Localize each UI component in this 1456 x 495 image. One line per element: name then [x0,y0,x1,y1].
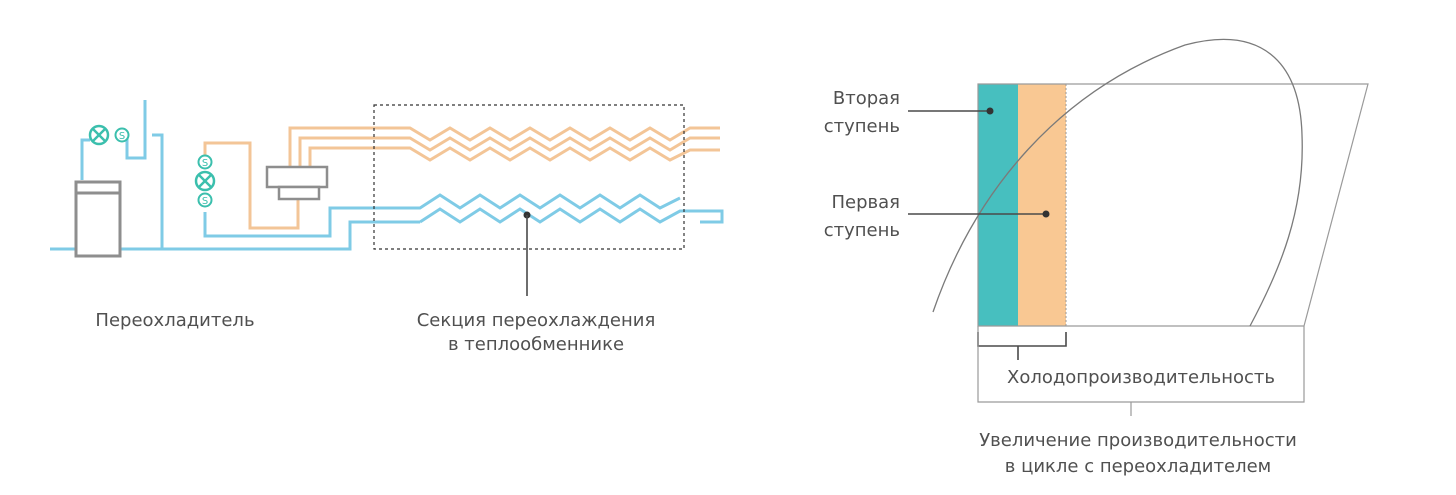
orange-coil-1 [288,126,720,167]
section-label-line2: в теплообменнике [448,334,624,355]
expansion-valve-icon [194,170,216,192]
section-label-line1: Секция переохлаждения [417,310,656,331]
bypass-line [203,193,681,238]
expansion-valve-icon [88,124,110,146]
second-stage-label-line1: Вторая [833,88,900,109]
stage-bracket [977,332,1067,360]
increase-label-line2: в цикле с переохладителем [1005,456,1271,477]
subcooler-vessel-icon [74,180,122,258]
heat-exchanger-section-box [373,104,685,250]
capacity-diagram: Вторая ступень Первая ступень Холодопрои… [824,38,1369,477]
distributor-icon [265,165,329,201]
blue-coil [419,207,724,224]
first-stage-band [1018,84,1066,326]
solenoid-label: S [202,196,208,207]
first-stage-label-line2: ступень [824,220,900,241]
solenoid-valve-icon: S [197,192,213,208]
first-stage-label-line1: Первая [831,192,900,213]
increase-bracket [977,326,1305,416]
solenoid-label: S [119,131,125,142]
increase-label-line1: Увеличение производительности [979,430,1297,451]
solenoid-valve-icon: S [114,127,130,143]
second-stage-band [978,84,1018,326]
cooling-capacity-label: Холодопроизводительность [1007,367,1275,388]
piping-schematic: S S S Переохладитель Секция переохлажден… [50,100,724,355]
subcooler-label: Переохладитель [95,310,254,331]
second-stage-label-line2: ступень [824,116,900,137]
right-riser [152,133,164,249]
orange-feed-line [203,141,300,230]
left-riser [80,138,90,180]
solenoid-valve-icon: S [197,154,213,170]
second-stage-dot [986,107,994,115]
solenoid-label: S [202,158,208,169]
first-stage-dot [1042,210,1050,218]
orange-coil-2 [298,136,720,167]
orange-coil-3 [308,146,720,167]
saturation-dome [932,38,1303,327]
main-liquid-line [50,220,420,251]
